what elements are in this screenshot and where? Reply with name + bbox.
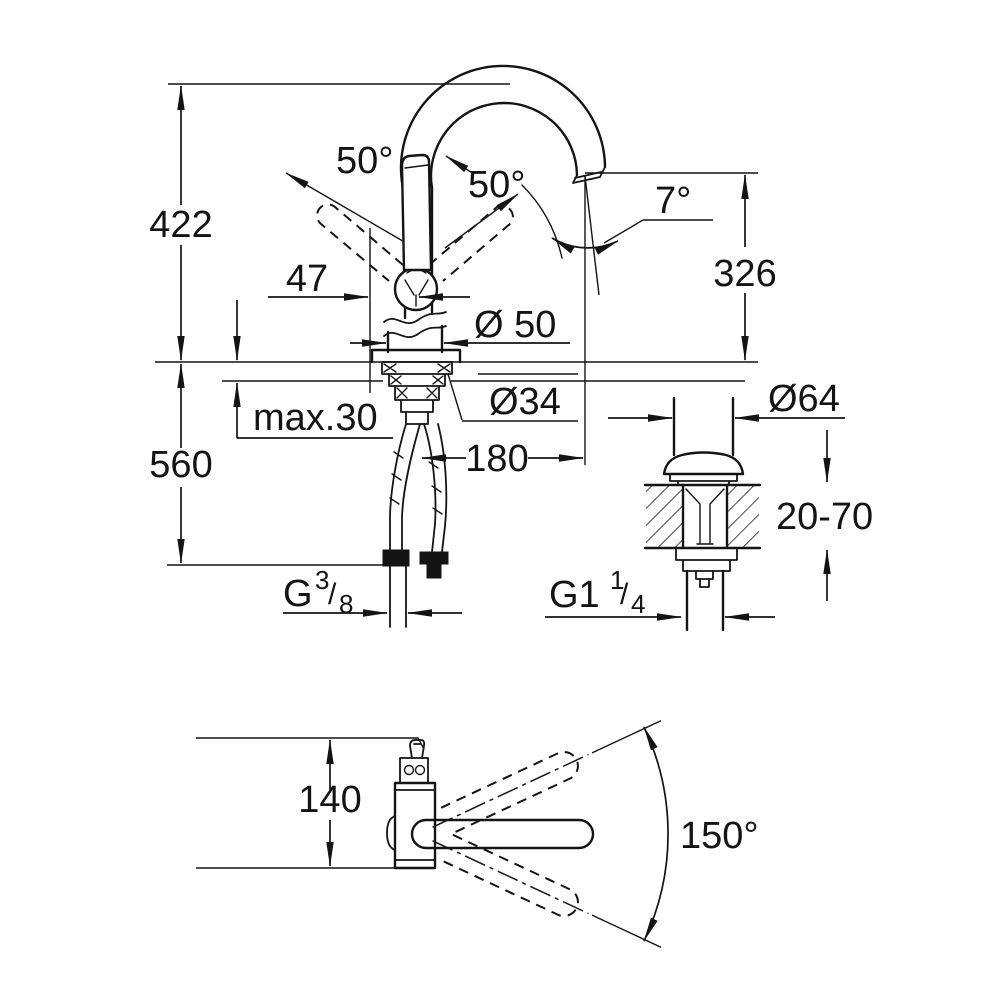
lower-body-edges [386,324,444,354]
lever-handle-cap-line [404,164,429,169]
dim-label-spout-height: 326 [713,253,776,295]
body-side-bulge [386,815,396,851]
supply-thread-numerator: 3 [315,565,329,595]
spout-outlet-tip [572,166,606,184]
dim-label-spout-reach: 180 [465,438,528,480]
dim-label-body-diameter: Ø 50 [474,304,556,346]
dim-d34-leader-box [447,373,578,422]
supply-thread-denominator: 8 [339,589,353,619]
swivel-boundary-down [591,914,662,948]
hose-braid-marks [389,451,443,515]
supply-hoses [382,423,449,628]
body-plan-edges [394,789,436,861]
right-hose-fitting [419,551,449,579]
supply-thread-slash: / [328,578,337,611]
dim-label-hole-diameter: Ø34 [489,381,561,423]
angle-forward-arc [521,184,563,259]
waste-flange-stack [675,547,738,588]
dim-label-handle-offset: 47 [286,258,328,300]
faucet-side-view: 422 560 max.30 47 Ø 50 Ø34 180 326 7° 50… [149,64,777,628]
dim-label-total-height: 422 [149,204,212,246]
waste-thread-numerator: 1 [610,565,624,595]
reference-lines [155,83,758,566]
deck-hatch-left [646,486,682,547]
left-hose-fitting [382,549,410,567]
pop-up-waste-section: Ø64 20-70 G1 1 / 4 [545,378,873,632]
waste-dome-cap [662,451,745,476]
swivel-angle-arc [643,726,669,942]
spout-outer-arc [399,64,607,190]
dim-label-hose-length: 560 [149,444,212,486]
waste-stem-tube [672,396,735,457]
dim-label-deck-range: 20-70 [776,496,873,538]
break-lines [383,311,447,339]
lever-handle [400,153,433,272]
dim-label-max-deck: max.30 [253,397,378,439]
lever-tip-plan [409,739,426,759]
waste-thread-main: G1 [549,574,600,616]
right-hose [423,423,448,553]
waste-body-walls [681,483,729,550]
swivel-boundary-up [591,720,662,754]
handle-tilted-back-dashed [316,203,404,282]
dim-label-waste-thread: G1 1 / 4 [549,565,645,619]
side-view-dimensions [177,85,749,617]
dim-label-tilt-back: 50° [336,140,393,182]
dim-label-body-height: 140 [298,779,361,821]
dim-7deg-leader [603,219,713,244]
angle-upright-leader [445,155,475,175]
dim-label-outlet-angle: 7° [655,180,691,222]
dim-label-supply-thread: G 3 / 8 [283,565,353,619]
mounting-nut-stack [381,361,453,425]
waste-thread-slash: / [620,578,629,611]
waste-thread-denominator: 4 [631,589,645,619]
left-hose [389,423,421,551]
dim-label-tilt-forward: 50° [468,164,525,206]
handle-plan-detail-right [414,764,426,776]
spout-plan-outline [410,818,595,850]
top-view-extension-lines [196,737,432,869]
supply-thread-tube [389,565,407,628]
dim-label-swivel-angle: 150° [680,815,759,857]
handle-tilted-forward-dashed [428,204,514,282]
nut-hatch-marks [383,363,451,399]
mounting-hardware [381,361,453,425]
supply-thread-main: G [283,573,313,615]
angle-back-leader [285,172,414,248]
spout-centerline-down [432,840,589,915]
waste-cap-rim [669,473,738,486]
waste-tailpipe [685,569,725,632]
spout-inner-arc [429,101,579,190]
waste-inner-mechanism [685,488,725,545]
faucet-top-view: 140 150° [196,720,759,948]
deck-hatch-right [728,486,759,547]
dim-7deg-arc [551,237,619,255]
dim-label-cap-diameter: Ø64 [768,378,840,420]
spout-centerline-up [432,753,589,828]
spout-swiveled-down [432,833,662,948]
ball-joint-detail [404,268,429,307]
outlet-angle-line [584,175,600,296]
handle-plan-block [399,757,429,784]
escutcheon [370,348,462,364]
spout-swiveled-up [432,720,662,835]
angle-forward-leader [444,193,519,249]
handle-plan-detail-left [403,764,415,776]
